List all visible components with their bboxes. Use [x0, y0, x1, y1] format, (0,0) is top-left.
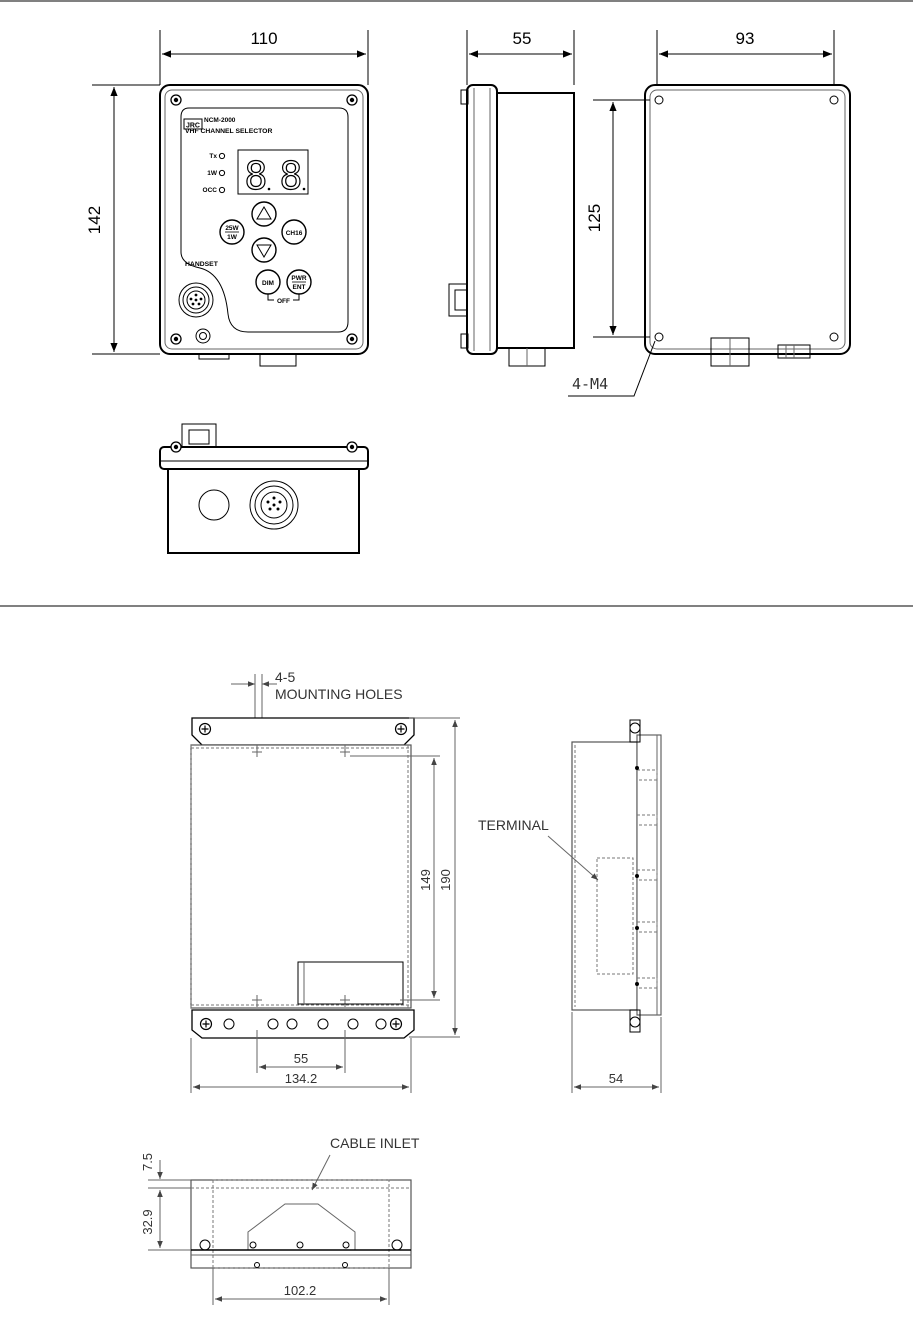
tx-led: [219, 153, 224, 158]
junction-box-bottom: CABLE INLET 7.5 32.9 102.2: [140, 1135, 420, 1305]
mounting-holes-label: MOUNTING HOLES: [275, 686, 403, 702]
terminal-label: TERMINAL: [478, 817, 549, 833]
dim-front-width: 110: [250, 29, 277, 48]
svg-text:PWR: PWR: [291, 275, 306, 282]
svg-text:CH16: CH16: [286, 230, 303, 237]
screw-callout: 4-M4: [572, 375, 608, 393]
dim-rear-width: 93: [736, 29, 755, 48]
svg-text:1W: 1W: [227, 234, 238, 241]
ground-screw: [196, 329, 210, 343]
pwr-ent-button: PWR ENT: [287, 270, 311, 294]
occ-led: [219, 187, 224, 192]
dim-pitch-149: 149: [418, 869, 433, 891]
1w-indicator-label: 1W: [207, 170, 218, 177]
display-digit-tens: 8: [245, 154, 268, 198]
dim-top-offset: 7.5: [140, 1153, 155, 1171]
dim-button: DIM: [256, 270, 280, 294]
svg-text:ENT: ENT: [293, 284, 306, 291]
svg-text:DIM: DIM: [262, 280, 274, 287]
ch16-button: CH16: [282, 220, 306, 244]
1w-led: [219, 170, 224, 175]
dim-inlet-width: 102.2: [284, 1283, 317, 1298]
cable-inlet-label: CABLE INLET: [330, 1135, 420, 1151]
tx-indicator-label: Tx: [209, 153, 217, 160]
dim-front-height: 142: [85, 206, 104, 234]
dim-width-134: 134.2: [285, 1071, 318, 1086]
dim-side-depth: 55: [513, 29, 532, 48]
dim-depth-54: 54: [609, 1071, 623, 1086]
junction-box-body: [191, 745, 411, 1008]
model-label: NCM-2000: [204, 117, 236, 124]
occ-indicator-label: OCC: [203, 187, 218, 194]
junction-box-side: TERMINAL 54: [478, 720, 661, 1093]
bottom-view: [160, 424, 368, 553]
bottom-blank-plug: [199, 490, 229, 520]
svg-text:25W: 25W: [225, 225, 239, 232]
handset-label: HANDSET: [185, 261, 219, 268]
bottom-connector: [250, 481, 298, 529]
dim-hole-spacing-55: 55: [294, 1051, 308, 1066]
dim-rear-hole-pitch: 125: [585, 204, 604, 232]
front-view: 110 142 JRC NCM-2000 VHF CHANNEL SELECTO…: [85, 29, 368, 366]
side-rear-housing: [497, 93, 574, 348]
display-digit-units: 8: [280, 154, 303, 198]
junction-box-front: 4-5 MOUNTING HOLES 190: [191, 669, 460, 1093]
dim-inlet-height: 32.9: [140, 1209, 155, 1234]
rear-housing: [645, 85, 850, 354]
off-label: OFF: [277, 298, 290, 305]
channel-up-button: [252, 202, 276, 226]
power-select-button: 25W 1W: [220, 220, 244, 244]
handset-connector: [179, 283, 213, 317]
product-name-label: VHF CHANNEL SELECTOR: [185, 128, 272, 135]
channel-down-button: [252, 238, 276, 262]
dim-height-190: 190: [438, 869, 453, 891]
rear-view: 93 125 4-M4: [568, 29, 850, 396]
side-front-bezel: [467, 85, 497, 354]
side-handset-connector: [449, 284, 467, 316]
side-view: 55: [449, 29, 574, 366]
mounting-holes-count: 4-5: [275, 669, 295, 685]
